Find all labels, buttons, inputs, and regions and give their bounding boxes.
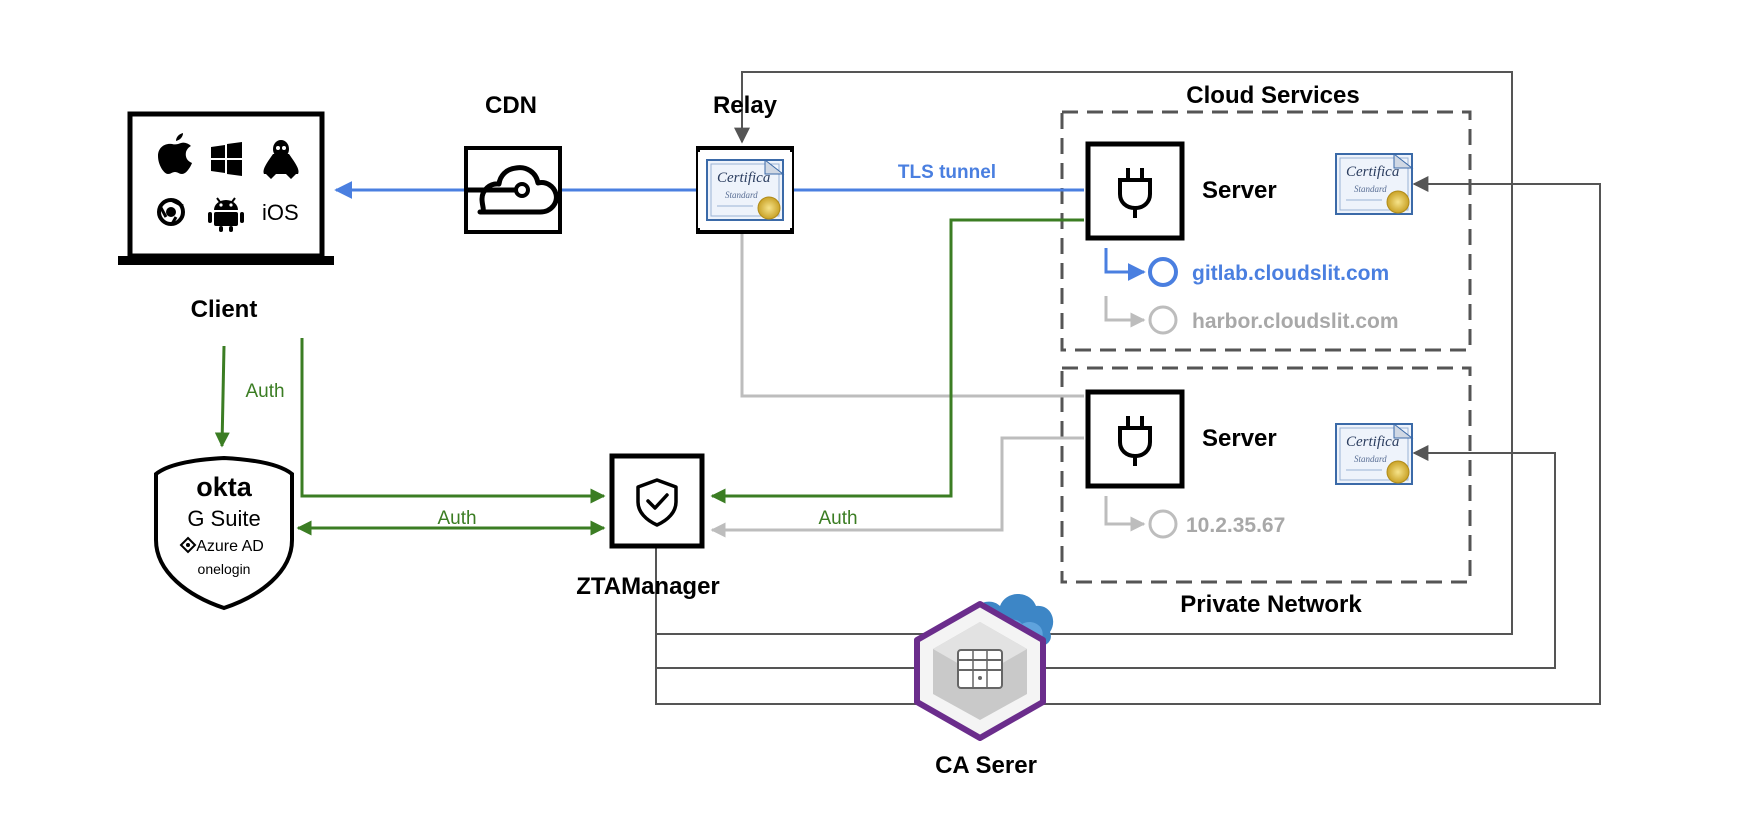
relay-label: Relay	[713, 92, 778, 119]
cdn-node	[464, 146, 562, 234]
private-network-label: Private Network	[1180, 591, 1362, 618]
private-ip-connector	[1104, 496, 1146, 532]
okta-label: okta	[196, 472, 253, 502]
plug-icon	[1118, 416, 1152, 466]
private-ip-label: 10.2.35.67	[1186, 514, 1285, 537]
cloud-icon	[468, 165, 559, 215]
cloud-server-node	[1085, 141, 1185, 241]
cdn-label: CDN	[485, 92, 537, 119]
gitlab-connector	[1104, 248, 1146, 281]
idp-zta-auth-label: Auth	[437, 508, 476, 529]
private-server-zta-line	[710, 436, 1084, 538]
client-zta-auth-line	[300, 338, 606, 504]
windows-icon	[211, 142, 242, 176]
gsuite-label: G Suite	[187, 506, 260, 531]
laptop-screen	[127, 111, 325, 259]
apple-icon	[158, 133, 192, 174]
android-icon	[208, 197, 244, 232]
private-server-node	[1085, 389, 1185, 489]
harbor-connector	[1104, 296, 1146, 328]
cloud-services-label: Cloud Services	[1186, 82, 1359, 109]
chrome-icon	[157, 198, 185, 226]
private-service-list: 10.2.35.67	[1104, 496, 1285, 539]
ca-server-hexagon-icon	[914, 594, 1054, 741]
ca-distribution-lines	[655, 71, 1601, 705]
ca-to-relay-line	[655, 71, 1513, 635]
private-certificate-icon	[1335, 423, 1413, 485]
ztamanager-label: ZTAManager	[576, 573, 720, 600]
gitlab-service-label: gitlab.cloudslit.com	[1192, 262, 1389, 285]
plug-icon	[1118, 168, 1152, 218]
server-zta-auth-line	[710, 218, 1084, 504]
shield-check-icon	[636, 478, 678, 527]
ztamanager-node	[609, 453, 705, 549]
private-server-label: Server	[1202, 425, 1277, 452]
gitlab-service-dot	[1148, 257, 1178, 287]
auth-lines	[214, 218, 1084, 536]
azure-ad-icon	[179, 536, 197, 554]
server-zta-auth-label: Auth	[818, 508, 857, 529]
azure-ad-label: Azure AD	[196, 538, 264, 555]
relay-private-server-line	[740, 232, 1084, 398]
cloud-server-label: Server	[1202, 177, 1277, 204]
ca-server-label: CA Serer	[935, 752, 1037, 779]
relay-node	[696, 146, 794, 234]
ztamanager-box	[609, 453, 705, 549]
client-laptop: iOS	[118, 111, 334, 265]
linux-icon	[263, 140, 299, 179]
laptop-base	[118, 256, 334, 265]
harbor-service-label: harbor.cloudslit.com	[1192, 310, 1399, 333]
private-ip-dot	[1148, 509, 1178, 539]
onelogin-label: onelogin	[198, 561, 251, 577]
identity-provider-shield: okta G Suite Azure AD onelogin	[154, 455, 294, 611]
relay-certificate-icon	[706, 159, 784, 221]
client-idp-auth-label: Auth	[245, 381, 284, 402]
cloud-certificate-icon	[1335, 153, 1413, 215]
cloud-services-zone	[1060, 110, 1472, 352]
client-idp-auth-line	[214, 345, 230, 448]
cloud-server-box	[1085, 141, 1185, 241]
ca-to-cloud-cert-line	[655, 176, 1601, 705]
ca-to-private-cert-line	[656, 445, 1556, 669]
client-label: Client	[191, 296, 258, 323]
harbor-service-dot	[1148, 305, 1178, 335]
private-network-zone	[1060, 366, 1472, 584]
cloud-service-list: gitlab.cloudslit.com harbor.cloudslit.co…	[1104, 248, 1399, 335]
ios-label: iOS	[262, 200, 299, 225]
tls-tunnel-label: TLS tunnel	[898, 162, 996, 183]
private-server-box	[1085, 389, 1185, 489]
